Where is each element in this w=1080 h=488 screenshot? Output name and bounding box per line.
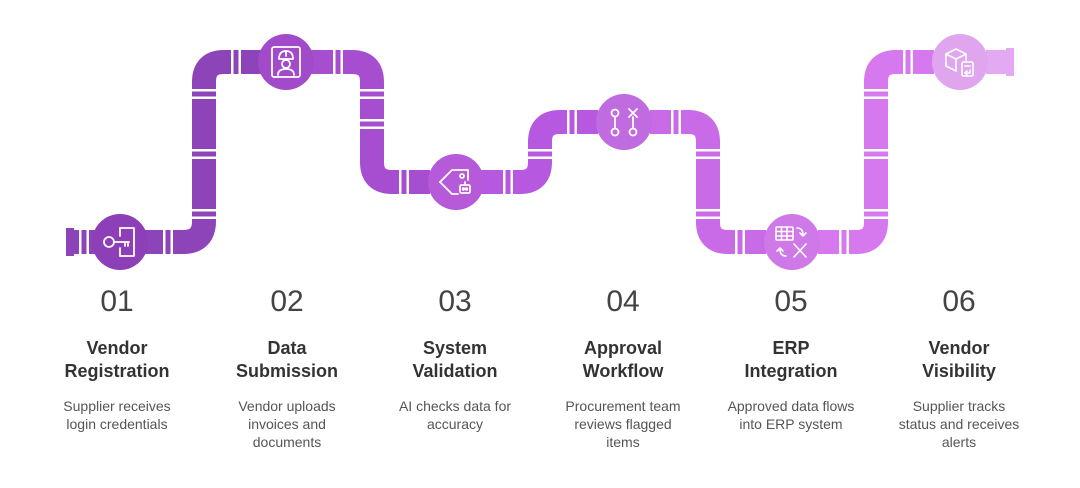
step-node-5 — [764, 214, 820, 270]
step-title: Vendor Visibility — [884, 337, 1034, 383]
step-desc-line: Approved data flows — [727, 398, 855, 414]
package-tracking-icon — [945, 48, 974, 77]
step-number: 04 — [606, 285, 640, 318]
step-title-line: Visibility — [922, 361, 996, 381]
step-desc-line: alerts — [941, 434, 977, 450]
step-desc-line: into ERP system — [739, 416, 843, 432]
step-title-line: Registration — [64, 361, 170, 381]
step-description: Approved data flows into ERP system — [716, 397, 866, 433]
step-title: Approval Workflow — [548, 337, 698, 383]
step-desc-line: invoices and — [248, 416, 326, 432]
step-node-3 — [428, 154, 484, 210]
step-desc-line: accuracy — [426, 416, 484, 432]
pipe-segment-2 — [310, 50, 430, 194]
step-description: AI checks data for accuracy — [380, 397, 530, 433]
step-desc-line: Vendor uploads — [238, 398, 336, 414]
step-desc-line: Supplier receives — [63, 398, 171, 414]
step-1: 01 Vendor Registration Supplier receives… — [42, 284, 192, 433]
pipe-outlet-cap — [1006, 48, 1014, 76]
spreadsheet-sync-icon — [775, 226, 807, 258]
step-title-line: Data — [267, 338, 307, 358]
step-description: Vendor uploads invoices and documents — [212, 397, 362, 451]
step-title: Data Submission — [212, 337, 362, 383]
pipe-segment-5 — [818, 50, 934, 254]
worker-id-icon — [271, 46, 301, 78]
workflow-nodes-icon — [610, 108, 638, 137]
step-title: Vendor Registration — [42, 337, 192, 383]
step-node-2 — [258, 34, 314, 90]
step-desc-line: status and receives — [898, 416, 1020, 432]
step-number: 03 — [438, 285, 472, 318]
step-5: 05 ERP Integration Approved data flows i… — [716, 284, 866, 433]
step-desc-line: items — [606, 434, 640, 450]
step-node-1 — [92, 214, 148, 270]
pipeline-diagram — [66, 34, 1014, 270]
step-node-6 — [932, 34, 988, 90]
step-title-line: System — [422, 338, 488, 358]
price-tag-robot-icon — [439, 169, 471, 195]
step-title-line: Vendor — [86, 338, 148, 358]
pipe-inlet-cap — [66, 228, 74, 256]
pipe-segment-4 — [650, 110, 766, 254]
step-title-line: Vendor — [928, 338, 990, 358]
step-desc-line: Supplier tracks — [912, 398, 1006, 414]
step-number: 01 — [100, 285, 134, 318]
step-desc-line: Procurement team — [565, 398, 681, 414]
step-title-line: Approval — [583, 338, 662, 358]
step-title-line: ERP — [772, 338, 810, 358]
step-node-4 — [596, 94, 652, 150]
pipe-segment-1 — [68, 50, 262, 254]
step-desc-line: reviews flagged — [574, 416, 672, 432]
step-description: Procurement team reviews flagged items — [548, 397, 698, 451]
step-desc-line: AI checks data for — [398, 398, 512, 414]
step-title-line: Submission — [235, 361, 338, 381]
step-number: 02 — [270, 285, 304, 318]
step-4: 04 Approval Workflow Procurement team re… — [548, 284, 698, 451]
step-title: ERP Integration — [716, 337, 866, 383]
step-desc-line: login credentials — [66, 416, 168, 432]
step-title-line: Integration — [744, 361, 838, 381]
step-2: 02 Data Submission Vendor uploads invoic… — [212, 284, 362, 451]
step-title: System Validation — [380, 337, 530, 383]
step-6: 06 Vendor Visibility Supplier tracks sta… — [884, 284, 1034, 451]
pipe-segment-3 — [480, 110, 598, 194]
step-description: Supplier receives login credentials — [42, 397, 192, 433]
step-desc-line: documents — [252, 434, 322, 450]
step-3: 03 System Validation AI checks data for … — [380, 284, 530, 433]
step-number: 06 — [942, 285, 976, 318]
step-title-line: Validation — [412, 361, 498, 381]
key-door-icon — [103, 227, 135, 257]
step-description: Supplier tracks status and receives aler… — [884, 397, 1034, 451]
step-title-line: Workflow — [582, 361, 664, 381]
step-number: 05 — [774, 285, 808, 318]
